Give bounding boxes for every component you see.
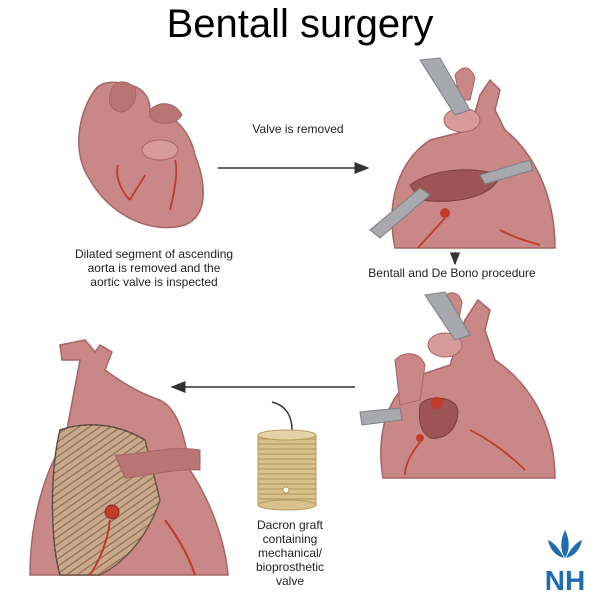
dacron-graft-illustration bbox=[257, 429, 317, 511]
heart-dilated-illustration bbox=[78, 81, 204, 229]
heart-valve-excised-illustration bbox=[359, 291, 556, 479]
page-title: Bentall surgery bbox=[166, 2, 434, 46]
nh-logo: NH bbox=[545, 530, 585, 596]
caption-graft-line4: bioprosthetic bbox=[256, 560, 324, 574]
caption-graft-line5: valve bbox=[276, 574, 304, 588]
logo-text: NH bbox=[545, 565, 585, 596]
caption-step1-line2: aorta is removed and the bbox=[88, 261, 221, 275]
caption-arrow2: Bentall and De Bono procedure bbox=[368, 266, 536, 280]
caption-step1-line3: aortic valve is inspected bbox=[90, 275, 217, 289]
logo-leaf-icon bbox=[548, 530, 582, 558]
caption-arrow1: Valve is removed bbox=[252, 122, 343, 136]
caption-step1-line1: Dilated segment of ascending bbox=[75, 247, 233, 261]
caption-graft-line1: Dacron graft bbox=[257, 518, 324, 532]
caption-graft-line2: containing bbox=[263, 532, 318, 546]
graft-pointer-curve bbox=[271, 401, 293, 431]
heart-valve-removal-illustration bbox=[369, 57, 556, 249]
heart-bentall-complete-illustration bbox=[29, 339, 229, 576]
caption-graft-line3: mechanical/ bbox=[258, 546, 323, 560]
